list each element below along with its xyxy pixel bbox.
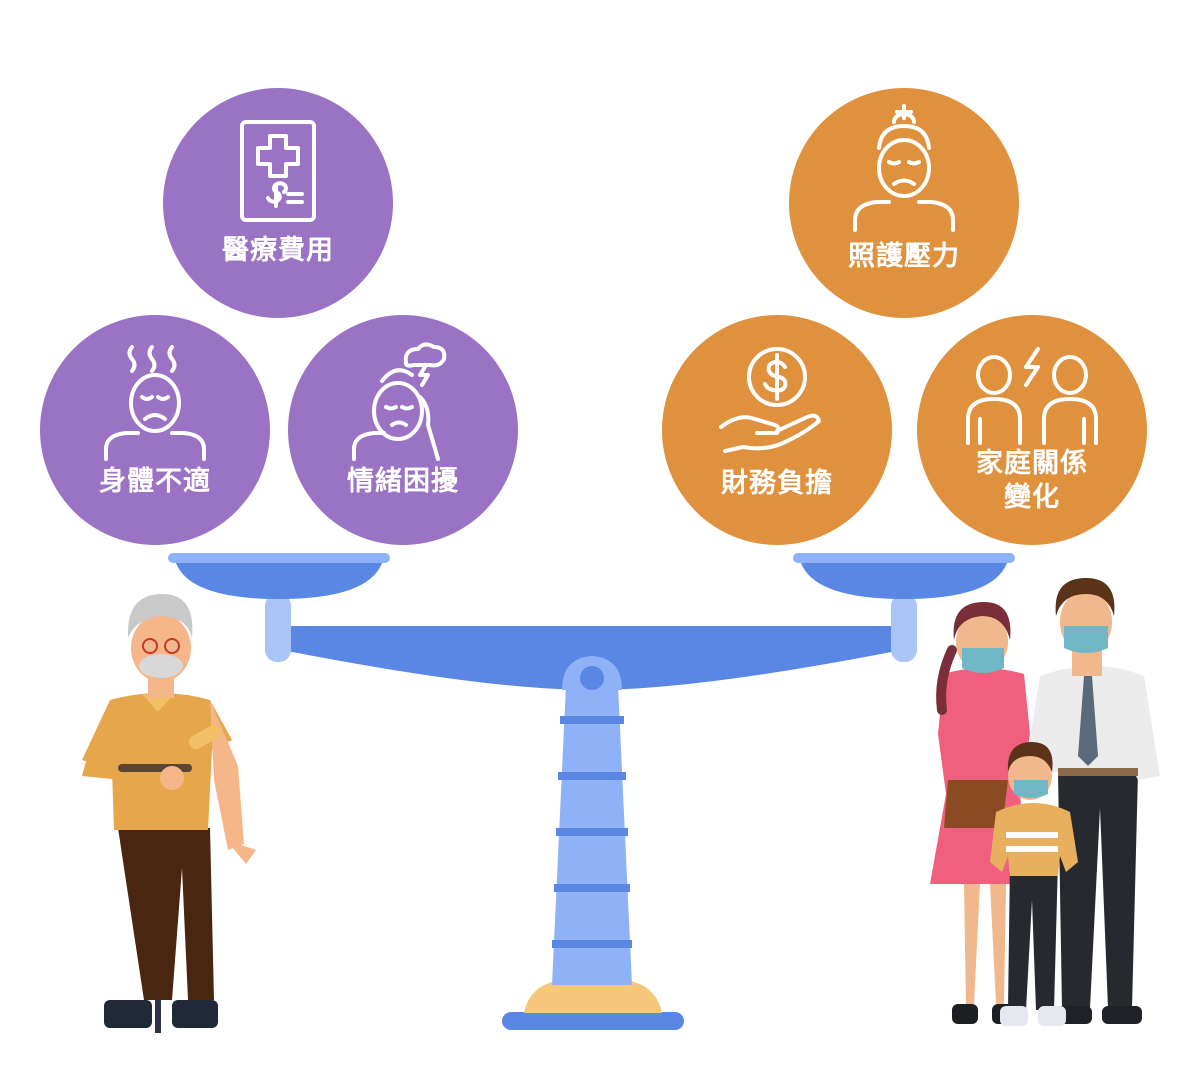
circle-family-relationship-change: 家庭關係 變化: [917, 315, 1147, 545]
label-physical-discomfort: 身體不適: [99, 466, 211, 497]
medical-bill-icon: [240, 120, 316, 222]
circle-caregiving-stress: 照護壓力: [789, 88, 1019, 318]
money-hand-icon: [719, 347, 821, 453]
balance-scale: [168, 553, 1015, 1030]
family-illustration: [930, 578, 1160, 1026]
label-medical-cost: 醫療費用: [222, 235, 334, 266]
label-financial-burden: 財務負擔: [721, 468, 833, 499]
circle-emotional-distress: 情緒困擾: [288, 315, 518, 545]
elderly-man-illustration: [82, 594, 256, 1033]
circle-financial-burden: 財務負擔: [662, 315, 892, 545]
label-emotional-distress: 情緒困擾: [347, 466, 459, 497]
circle-physical-discomfort: 身體不適: [40, 315, 270, 545]
label-caregiving-stress: 照護壓力: [848, 241, 960, 272]
unwell-person-icon: [104, 345, 206, 461]
family-conflict-icon: [966, 347, 1098, 445]
worried-caregiver-icon: [853, 104, 955, 232]
stressed-person-icon: [352, 342, 447, 461]
label-family-relationship-change: 家庭關係 變化: [976, 448, 1088, 513]
circle-medical-cost: 醫療費用: [163, 88, 393, 318]
